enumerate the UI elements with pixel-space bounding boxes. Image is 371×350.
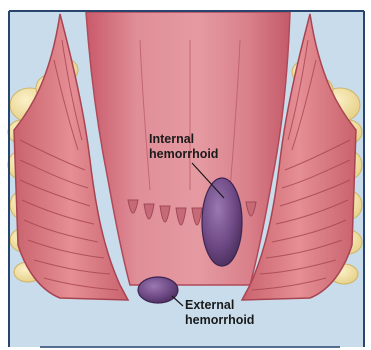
internal-hemorrhoid [202,178,242,266]
external-label-line2: hemorrhoid [185,313,254,328]
external-hemorrhoid-label: External hemorrhoid [185,298,254,328]
external-hemorrhoid [138,277,178,303]
internal-label-line1: Internal [149,132,218,147]
external-label-line1: External [185,298,254,313]
internal-hemorrhoid-label: Internal hemorrhoid [149,132,218,162]
internal-label-line2: hemorrhoid [149,147,218,162]
